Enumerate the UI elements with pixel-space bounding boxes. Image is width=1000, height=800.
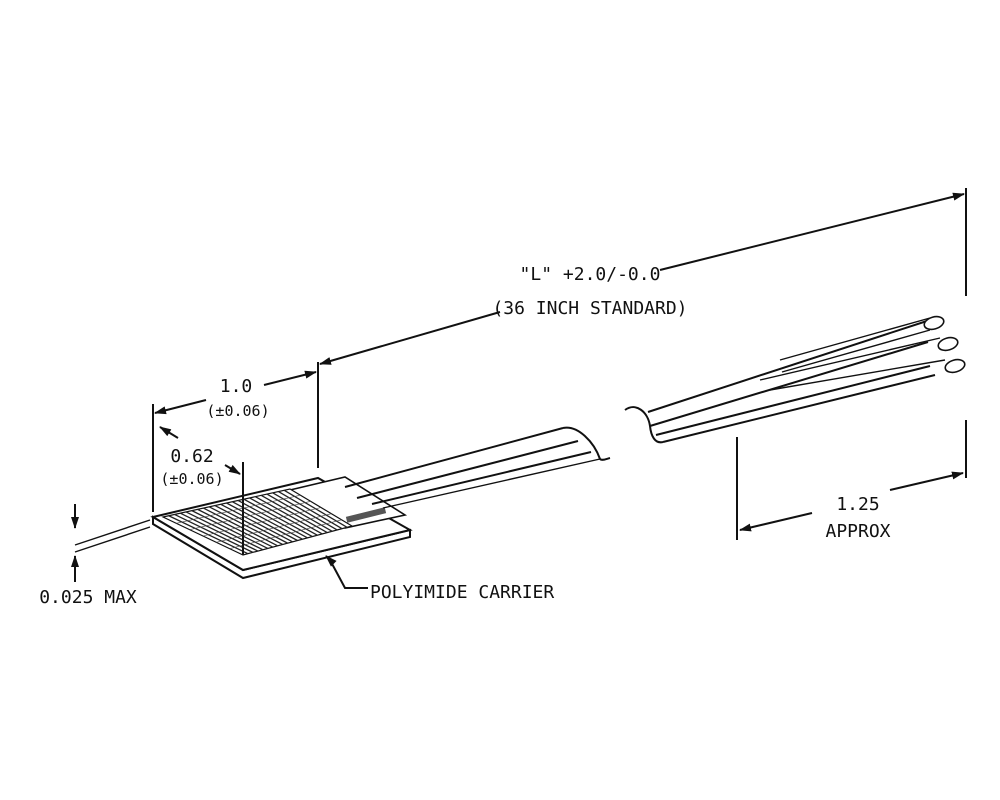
dimension-lead xyxy=(736,420,967,540)
lead-wire-ends xyxy=(759,315,966,391)
carrier-callout-leader xyxy=(325,555,368,589)
width-label: 1.0 xyxy=(220,376,253,397)
grid-cross-line xyxy=(229,519,342,549)
grid-label: 0.62 xyxy=(170,446,213,467)
thickness-label: 0.025 MAX xyxy=(39,587,137,608)
lead-length-label: 1.25 xyxy=(836,494,879,515)
grid-cross-line xyxy=(189,501,311,530)
grid-cross-line xyxy=(202,507,322,537)
grid-cross-line xyxy=(216,513,332,543)
dimension-grid xyxy=(159,426,244,555)
width-tolerance: (±0.06) xyxy=(206,402,269,420)
length-label: "L" +2.0/-0.0 xyxy=(520,264,661,285)
length-note: (36 INCH STANDARD) xyxy=(492,298,687,319)
ribbon-cable-near xyxy=(344,426,611,509)
carrier-label: POLYIMIDE CARRIER xyxy=(370,582,554,603)
dimension-thickness xyxy=(71,504,151,582)
dimension-width xyxy=(152,370,317,512)
ribbon-cable-far xyxy=(624,319,936,444)
grid-cross-line xyxy=(176,494,301,524)
dimension-length xyxy=(317,188,967,468)
lead-length-note: APPROX xyxy=(825,521,890,542)
grid-tolerance: (±0.06) xyxy=(160,470,223,488)
sensing-grid xyxy=(161,488,354,556)
